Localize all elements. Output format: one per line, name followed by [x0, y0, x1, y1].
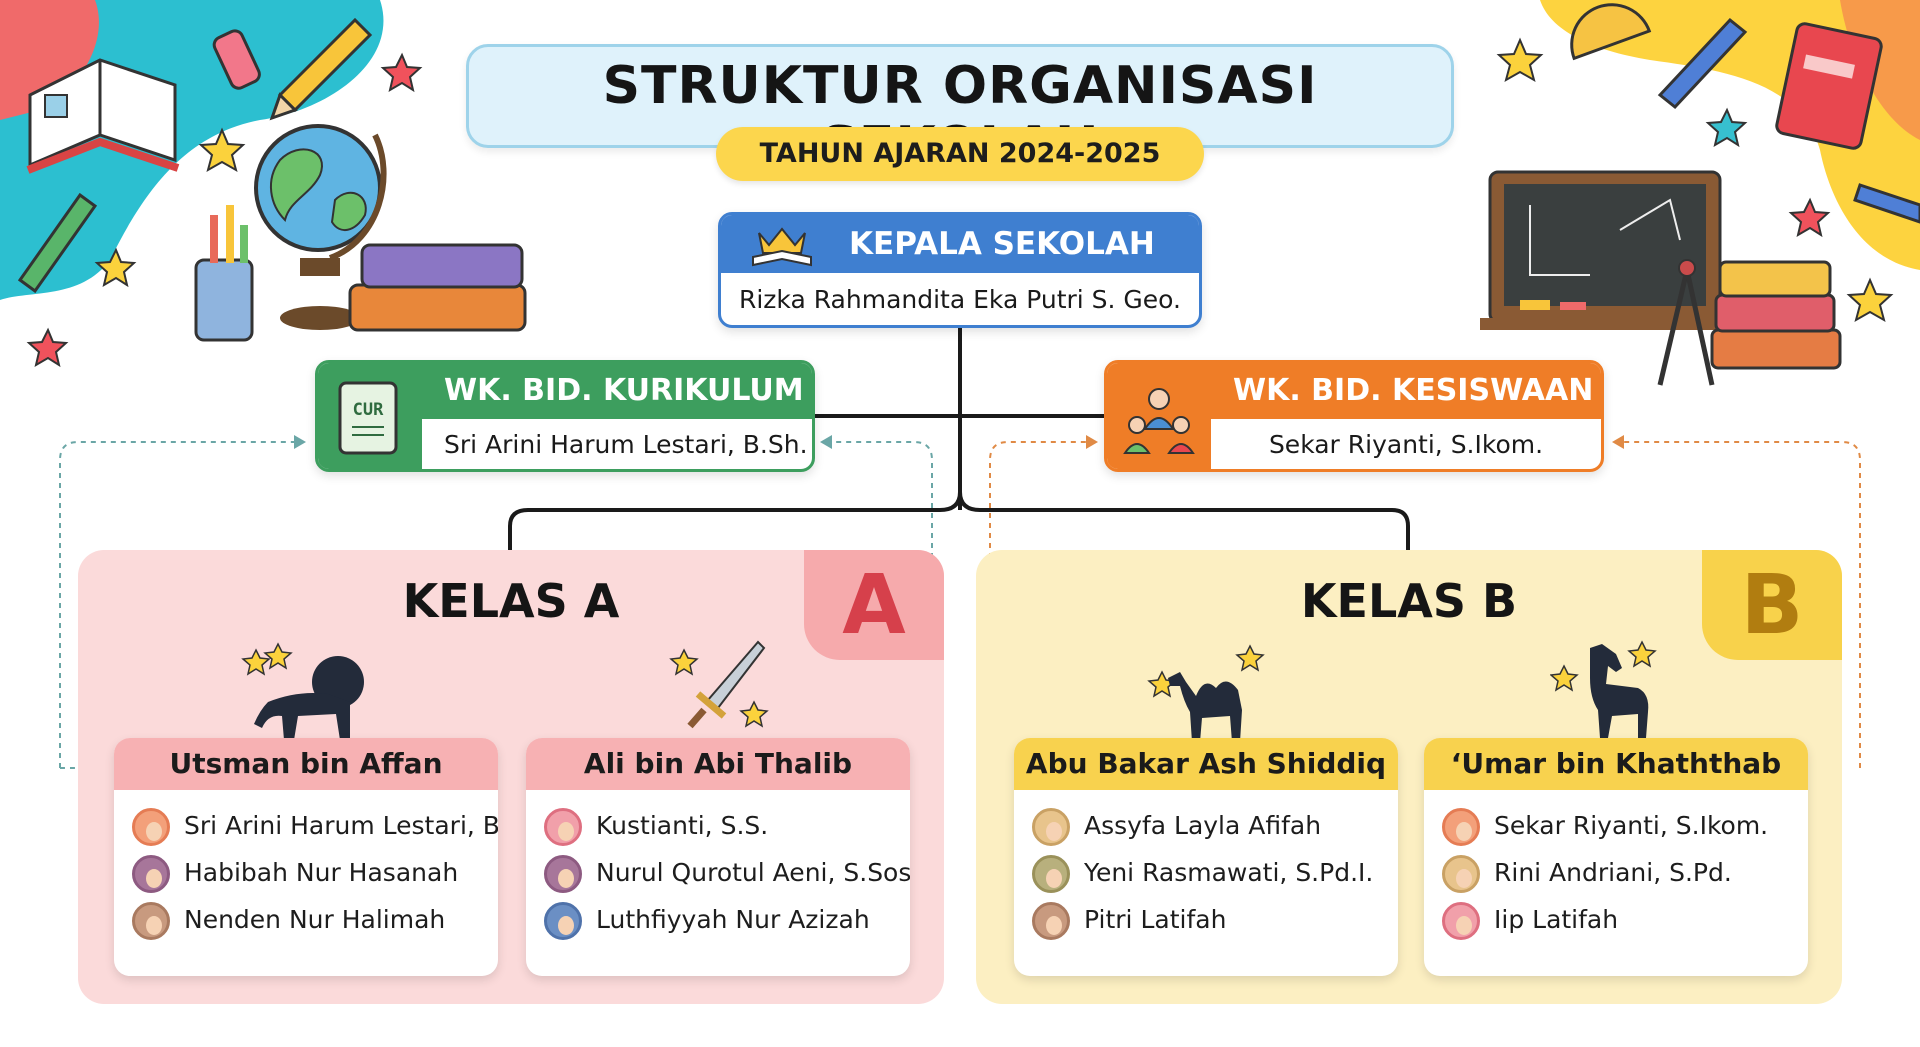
- group-umar: ‘Umar bin Khaththab Sekar Riyanti, S.Iko…: [1424, 738, 1808, 976]
- wk-kesiswaan-name: Sekar Riyanti, S.Ikom.: [1268, 430, 1544, 459]
- avatar: [544, 808, 582, 846]
- group-ali-title: Ali bin Abi Thalib: [526, 738, 910, 790]
- avatar: [1032, 808, 1070, 846]
- kelas-a-panel: A KELAS A Utsman bin Affan Sri Arini Har…: [78, 550, 944, 1004]
- wk-kurikulum-card: CUR WK. BID. KURIKULUM Sri Arini Harum L…: [315, 360, 815, 472]
- globe-icon: [254, 124, 387, 330]
- group-utsman-title: Utsman bin Affan: [114, 738, 498, 790]
- list-item: Nenden Nur Halimah: [114, 896, 498, 943]
- avatar: [544, 855, 582, 893]
- list-item: Assyfa Layla Afifah: [1014, 802, 1398, 849]
- group-abu-bakar-title: Abu Bakar Ash Shiddiq: [1014, 738, 1398, 790]
- avatar: [1442, 855, 1480, 893]
- red-blob: [0, 0, 99, 120]
- list-item: Yeni Rasmawati, S.Pd.I.: [1014, 849, 1398, 896]
- crown-book-icon: [752, 227, 812, 267]
- wk-kesiswaan-card: WK. BID. KESISWAAN Sekar Riyanti, S.Ikom…: [1104, 360, 1604, 472]
- eraser-icon: [212, 29, 261, 90]
- avatar: [1032, 855, 1070, 893]
- school-year-badge: TAHUN AJARAN 2024-2025: [716, 127, 1204, 181]
- red-star-icons: [26, 52, 1831, 368]
- star-icons: [94, 37, 1894, 323]
- list-item: Luthfiyyah Nur Azizah: [526, 896, 910, 943]
- avatar: [132, 855, 170, 893]
- kelas-a-badge: A: [804, 550, 944, 660]
- lion-icon: [241, 642, 364, 740]
- kepala-sekolah-card: KEPALA SEKOLAH Rizka Rahmandita Eka Putr…: [718, 212, 1202, 328]
- open-book-icon: [26, 58, 180, 174]
- kelas-a-title: KELAS A: [402, 574, 620, 628]
- camel-icon: [1147, 644, 1265, 742]
- sword-icon: [669, 640, 769, 729]
- svg-text:CUR: CUR: [353, 400, 384, 420]
- org-connectors: [508, 328, 1410, 550]
- avatar: [132, 902, 170, 940]
- avatar: [132, 808, 170, 846]
- students-group-icon: [1123, 388, 1195, 454]
- wk-kurikulum-name: Sri Arini Harum Lestari, B.Sh.: [444, 430, 808, 459]
- books-stack-icon: [348, 243, 527, 332]
- list-item: Iip Latifah: [1424, 896, 1808, 943]
- group-utsman: Utsman bin Affan Sri Arini Harum Lestari…: [114, 738, 498, 976]
- avatar: [1442, 808, 1480, 846]
- kelas-b-title: KELAS B: [1300, 574, 1518, 628]
- avatar: [544, 902, 582, 940]
- red-book-icon: [1775, 22, 1883, 150]
- group-ali: Ali bin Abi Thalib Kustianti, S.S. Nurul…: [526, 738, 910, 976]
- protractor-icon: [1570, 3, 1652, 61]
- list-item: Sekar Riyanti, S.Ikom.: [1424, 802, 1808, 849]
- compass-icon: [1657, 259, 1715, 386]
- curriculum-book-icon: CUR: [338, 381, 398, 455]
- pencil-cup-icon: [194, 205, 254, 342]
- chalkboard-icon: [1480, 170, 1730, 330]
- kepala-sekolah-name: Rizka Rahmandita Eka Putri S. Geo.: [738, 285, 1181, 314]
- list-item: Habibah Nur Hasanah: [114, 849, 498, 896]
- list-item: Rini Andriani, S.Pd.: [1424, 849, 1808, 896]
- wk-kesiswaan-role: WK. BID. KESISWAAN: [1211, 363, 1601, 419]
- avatar: [1442, 902, 1480, 940]
- horse-icon: [1550, 640, 1657, 738]
- avatar: [1032, 902, 1070, 940]
- books-stack-right-icon: [1710, 260, 1842, 370]
- kelas-b-panel: B KELAS B Abu Bakar Ash Shiddiq Assyfa L…: [976, 550, 1842, 1004]
- list-item: Pitri Latifah: [1014, 896, 1398, 943]
- green-pencil-icon: [17, 192, 98, 294]
- dotted-links: [59, 441, 1861, 769]
- list-item: Sri Arini Harum Lestari, B.Sh.: [114, 802, 498, 849]
- group-umar-title: ‘Umar bin Khaththab: [1424, 738, 1808, 790]
- wk-kurikulum-role: WK. BID. KURIKULUM: [422, 363, 812, 419]
- list-item: Nurul Qurotul Aeni, S.Sos.: [526, 849, 910, 896]
- blue-pencil-right-icon: [1853, 183, 1920, 224]
- list-item: Kustianti, S.S.: [526, 802, 910, 849]
- blue-pencil-icon: [1657, 17, 1748, 110]
- kelas-b-badge: B: [1702, 550, 1842, 660]
- group-abu-bakar: Abu Bakar Ash Shiddiq Assyfa Layla Afifa…: [1014, 738, 1398, 976]
- teal-star-icon: [1705, 107, 1748, 148]
- pencil-icon: [269, 17, 373, 121]
